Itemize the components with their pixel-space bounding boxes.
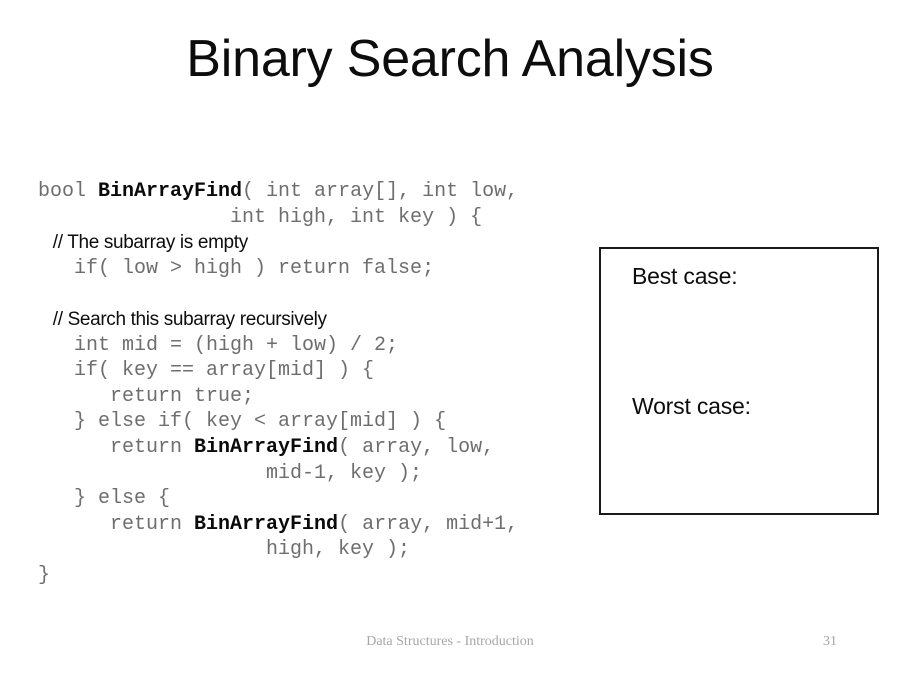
function-name: BinArrayFind: [194, 435, 339, 459]
code-line: } else {: [38, 487, 171, 511]
code-line: bool BinArrayFind( int array[], int low,: [38, 180, 519, 203]
code-line: int mid = (high + low) / 2;: [38, 333, 399, 357]
code-line: } else if( key < array[mid] ) {: [38, 410, 447, 434]
analysis-answer-box: Best case: Worst case:: [599, 247, 879, 515]
function-name: BinArrayFind: [194, 512, 339, 536]
code-line: return true;: [38, 384, 255, 408]
code-line: return BinArrayFind( array, mid+1,: [38, 512, 519, 536]
code-line: return BinArrayFind( array, low,: [38, 435, 495, 459]
code-listing: bool BinArrayFind( int array[], int low,…: [38, 179, 638, 589]
code-blank-line: [38, 281, 638, 307]
function-name: BinArrayFind: [98, 180, 243, 203]
code-line: high, key );: [38, 538, 411, 562]
slide-number: 31: [823, 634, 837, 649]
code-comment-line: // The subarray is empty: [38, 232, 248, 254]
code-line: }: [38, 563, 51, 587]
best-case-label: Best case:: [632, 263, 738, 289]
code-comment-line: // Search this subarray recursively: [38, 308, 327, 330]
page-title: Binary Search Analysis: [186, 30, 714, 88]
code-line: int high, int key ) {: [38, 205, 483, 229]
code-line: if( low > high ) return false;: [38, 256, 435, 280]
footer-title: Data Structures - Introduction: [366, 634, 534, 649]
code-line: if( key == array[mid] ) {: [38, 359, 375, 383]
worst-case-label: Worst case:: [632, 393, 751, 419]
code-line: mid-1, key );: [38, 461, 423, 485]
